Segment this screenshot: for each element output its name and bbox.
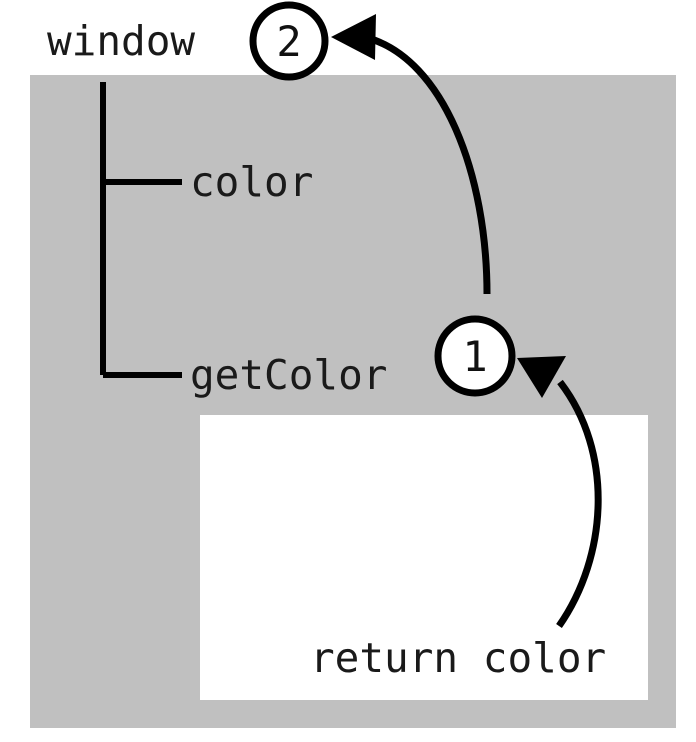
method-body-code: return color: [310, 634, 606, 682]
badge-1-circle[interactable]: [434, 315, 516, 397]
method-body-box: [200, 415, 648, 700]
arrow-return-to-badge1-curve: [556, 379, 602, 629]
arrow-return-to-badge1-head: [517, 356, 566, 398]
arrow-badge1-to-badge2-head: [331, 14, 376, 60]
field-label-getcolor: getColor: [190, 351, 387, 399]
object-name-label: window: [47, 17, 195, 65]
badge-2-circle[interactable]: [249, 1, 329, 81]
field-label-color: color: [190, 158, 313, 206]
badge-2-label: 2: [276, 17, 301, 66]
arrow-badge1-to-badge2-curve: [367, 34, 491, 295]
badge-1-label: 1: [462, 332, 487, 381]
